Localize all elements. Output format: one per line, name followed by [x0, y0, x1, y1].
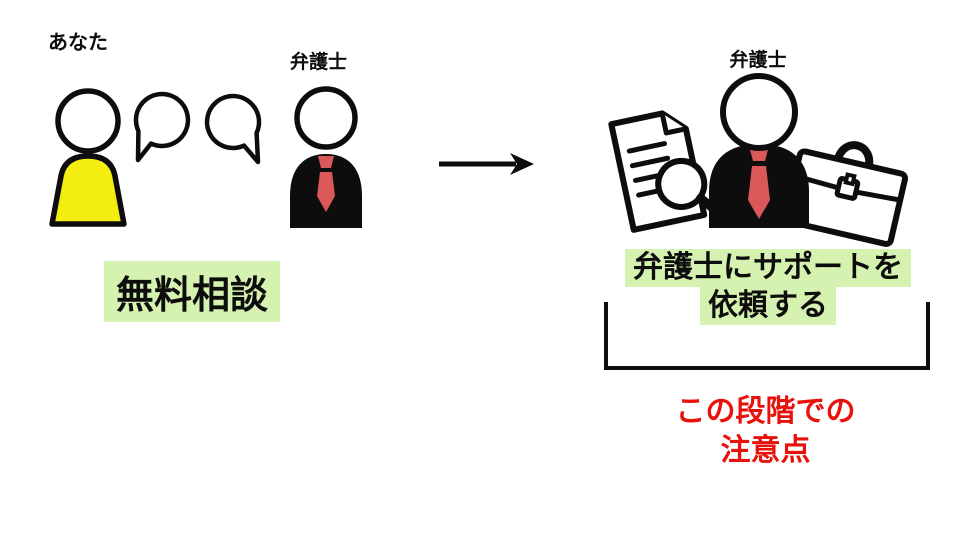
free-consultation-caption: 無料相談	[104, 261, 281, 322]
speech-bubbles	[133, 91, 262, 165]
support-request-caption: 弁護士にサポートを 依頼する	[598, 249, 938, 325]
arrow-right-icon	[439, 153, 534, 175]
lawyer-icon-right	[709, 73, 809, 228]
lawyer-label-right: 弁護士	[729, 49, 787, 71]
bracket	[604, 302, 930, 370]
person-you-icon	[49, 88, 127, 227]
support-request-caption-line2: 依頼する	[700, 287, 836, 325]
lawyer-icon-left	[290, 86, 362, 228]
attention-note-line2: 注意点	[720, 433, 811, 468]
speech-bubble-right-icon	[204, 93, 262, 165]
speech-bubble-left-icon	[133, 91, 191, 163]
document-search-icon	[608, 110, 721, 233]
lawyer-label-left: 弁護士	[290, 51, 348, 73]
you-label: あなた	[48, 30, 108, 54]
support-request-caption-line1: 弁護士にサポートを	[625, 249, 911, 287]
attention-note: この段階での 注意点	[638, 392, 893, 470]
attention-note-line1: この段階での	[675, 394, 856, 429]
